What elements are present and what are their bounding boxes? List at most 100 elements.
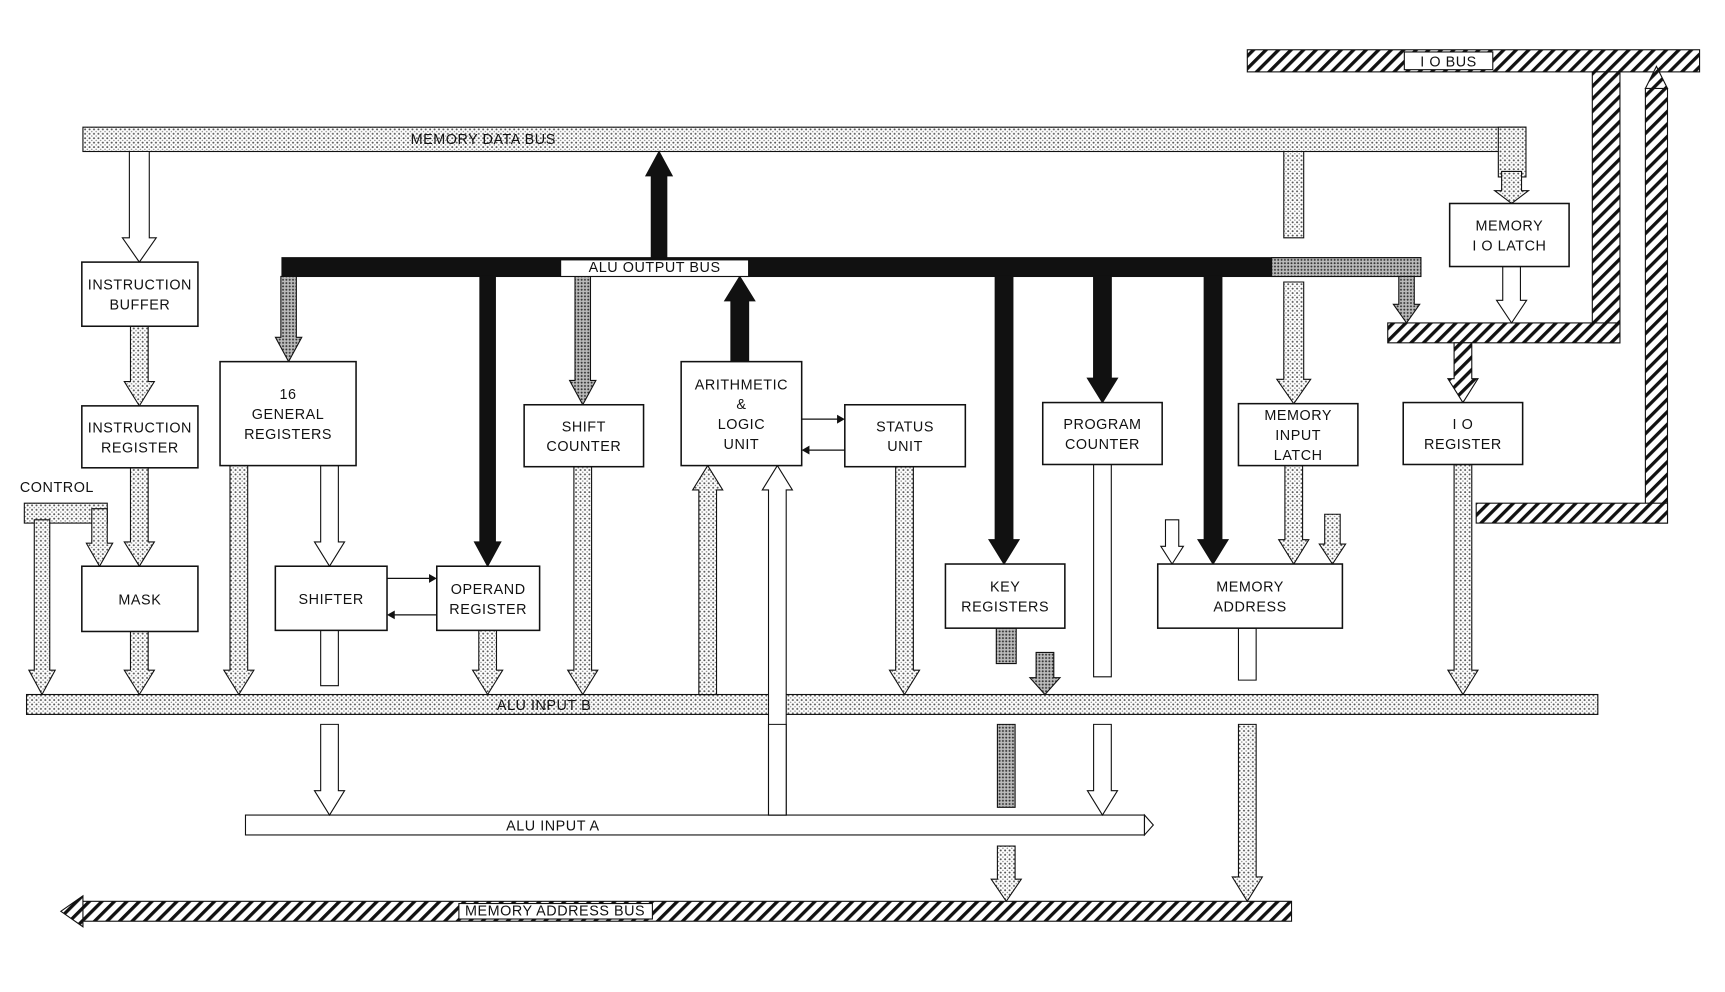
mask-box — [81, 565, 199, 633]
memory-input-latch-label: INPUT — [1275, 428, 1321, 444]
memory-address-label: ADDRESS — [1213, 600, 1286, 616]
operand-register-label: REGISTER — [449, 602, 527, 618]
memory-io-latch-label: I O LATCH — [1472, 238, 1546, 254]
memory-address-block: MEMORY ADDRESS — [1156, 563, 1344, 629]
alu-input-a-bus — [244, 814, 1146, 836]
instruction-buffer-block: INSTRUCTION BUFFER — [81, 261, 199, 328]
general-registers-label: 16 — [280, 387, 297, 403]
io-bus-label-bg — [1403, 51, 1494, 71]
arrow-to-general-registers — [274, 275, 303, 363]
io-register-label: REGISTER — [1424, 437, 1502, 453]
mask-block: MASK — [81, 565, 199, 633]
general-registers-box — [219, 360, 357, 467]
arrow-io-latch-to-io-register — [1446, 342, 1479, 404]
arrow-control-to-input-b — [27, 519, 57, 696]
alu-label: LOGIC — [718, 417, 765, 433]
shifter-box — [274, 565, 388, 632]
arrow-operand-to-shifter-head — [387, 610, 395, 620]
arrow-shifter-to-operand-head — [429, 573, 437, 583]
io-return-horizontal — [1475, 502, 1669, 524]
arrow-shifter-down — [320, 629, 339, 687]
shift-counter-label: SHIFT — [562, 419, 606, 435]
key-registers-label: KEY — [990, 580, 1020, 596]
arrow-b-to-a-1 — [313, 723, 346, 817]
arrow-alu-to-status-head — [837, 414, 845, 424]
arrow-memory-address-down — [1237, 627, 1257, 681]
io-return-vertical — [1644, 87, 1669, 524]
memory-address-label: MEMORY — [1216, 580, 1284, 596]
operand-register-block: OPERAND REGISTER — [436, 565, 541, 632]
key-registers-box — [944, 563, 1066, 629]
shift-counter-block: SHIFT COUNTER — [523, 403, 645, 468]
io-latch-bus — [1387, 322, 1621, 344]
arrow-pc-to-memory-address — [1159, 519, 1185, 566]
arrow-operand-register-to-input-b — [471, 629, 504, 696]
alu-box — [680, 360, 803, 467]
general-registers-label: REGISTERS — [244, 427, 332, 443]
arrow-general-registers-to-input-b — [222, 465, 255, 696]
memory-data-bus-drop — [1497, 126, 1527, 178]
arrow-to-memory-address-bus-2 — [1231, 723, 1264, 903]
instruction-buffer-label: BUFFER — [109, 298, 170, 314]
arrow-control-to-mask — [85, 508, 114, 568]
arrow-b-to-a-3 — [767, 723, 787, 816]
memory-input-latch-label: MEMORY — [1264, 408, 1332, 424]
arrow-mdb-to-instruction-buffer — [121, 150, 158, 264]
arrow-key-registers-down — [995, 627, 1017, 665]
arrow-alu-to-output-bus — [723, 275, 756, 363]
arrow-to-key-registers — [988, 275, 1021, 566]
arrow-mdb-to-memory-io-latch — [1493, 170, 1531, 205]
arrow-to-shift-counter — [568, 275, 597, 406]
alu-output-bus-label-bg — [560, 259, 750, 278]
status-unit-box — [844, 403, 967, 468]
memory-address-bus-label: MEMORY ADDRESS BUS — [465, 904, 645, 920]
program-counter-label: COUNTER — [1065, 437, 1140, 453]
shifter-block: SHIFTER — [274, 565, 388, 632]
shift-counter-label: COUNTER — [546, 439, 621, 455]
arrow-to-memory-address-bus-1 — [990, 845, 1023, 903]
memory-io-latch-label: MEMORY — [1476, 219, 1544, 235]
operand-register-box — [436, 565, 541, 632]
memory-data-bus — [82, 126, 1527, 153]
control-label: CONTROL — [20, 480, 94, 496]
alu-output-bus — [281, 257, 1422, 278]
arrow-to-operand-register — [473, 275, 502, 568]
alu-input-b-label: ALU INPUT B — [497, 698, 591, 714]
arrow-input-b-to-alu — [691, 464, 724, 696]
memory-address-bus — [76, 900, 1293, 922]
arrow-general-registers-to-shifter — [313, 465, 346, 568]
memory-io-latch-block: MEMORY I O LATCH — [1448, 202, 1570, 268]
io-register-label: I O — [1453, 417, 1474, 433]
memory-data-bus-label: MEMORY DATA BUS — [411, 132, 556, 148]
arrow-to-io-latch-bus — [1392, 275, 1421, 324]
arrow-alu-output-to-mdb — [644, 150, 674, 259]
instruction-buffer-label: INSTRUCTION — [88, 278, 192, 294]
alu-label: & — [736, 397, 746, 413]
arrow-status-to-alu-head — [801, 445, 810, 455]
alu-output-bus-label: ALU OUTPUT BUS — [589, 260, 721, 276]
status-unit-label: UNIT — [887, 439, 923, 455]
alu-input-a-label: ALU INPUT A — [506, 819, 600, 835]
arrow-to-program-counter — [1086, 275, 1119, 404]
instruction-register-box — [81, 405, 199, 469]
io-bus-drop — [1591, 71, 1621, 344]
arrow-b-to-a-2 — [1086, 723, 1119, 817]
operand-register-label: OPERAND — [451, 582, 526, 598]
arrow-instruction-buffer-to-register — [123, 325, 156, 407]
arrow-shift-counter-to-input-b — [566, 466, 599, 696]
alu-label: ARITHMETIC — [695, 377, 788, 393]
arrow-key-registers-lower — [996, 723, 1016, 808]
io-bus-arrowhead — [1644, 65, 1669, 90]
memory-address-box — [1156, 563, 1344, 629]
alu-label: UNIT — [724, 437, 760, 453]
memory-address-bus-label-bg — [458, 902, 653, 920]
arrow-to-memory-address — [1196, 275, 1230, 566]
key-registers-label: REGISTERS — [961, 600, 1049, 616]
alu-block: ARITHMETIC & LOGIC UNIT — [680, 360, 803, 467]
arrow-memory-io-latch-down — [1495, 265, 1528, 324]
general-registers-label: GENERAL — [252, 407, 324, 423]
